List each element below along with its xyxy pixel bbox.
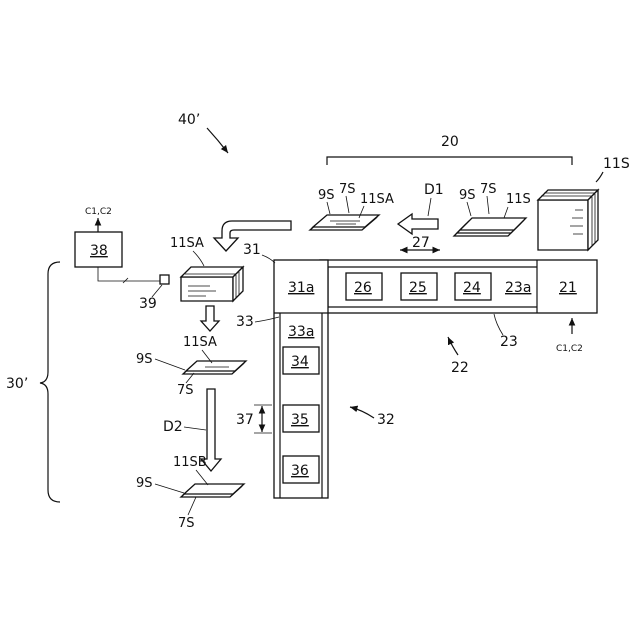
leader-cube bbox=[596, 172, 603, 182]
brace-30 bbox=[40, 262, 60, 502]
label-37: 37 bbox=[236, 412, 254, 428]
label-24: 24 bbox=[463, 280, 481, 296]
label-c-right: C1,C2 bbox=[556, 344, 583, 354]
label-mid-9s: 9S bbox=[136, 352, 153, 367]
label-40: 40’ bbox=[178, 112, 200, 128]
label-31: 31 bbox=[243, 242, 261, 258]
label-mid-11sa: 11SA bbox=[183, 335, 217, 350]
sheet-stack-11sa-top bbox=[310, 215, 379, 230]
label-s1-11sa: 11SA bbox=[360, 192, 394, 207]
label-s1-9s: 9S bbox=[318, 188, 335, 203]
arrow-32 bbox=[350, 407, 374, 418]
leader-31 bbox=[262, 255, 275, 263]
label-20: 20 bbox=[441, 134, 459, 150]
label-s2-7s: 7S bbox=[480, 182, 497, 197]
label-bot-9s: 9S bbox=[136, 476, 153, 491]
label-39: 39 bbox=[139, 296, 157, 312]
block-cube-11s bbox=[538, 190, 598, 250]
sheet-stack-11s bbox=[454, 218, 526, 236]
leader-d2 bbox=[184, 427, 206, 430]
label-30: 30’ bbox=[6, 376, 28, 392]
label-32: 32 bbox=[377, 412, 395, 428]
label-31a: 31a bbox=[288, 280, 314, 296]
label-s1-7s: 7S bbox=[339, 182, 356, 197]
label-38: 38 bbox=[90, 243, 108, 259]
sensor-39 bbox=[160, 275, 169, 284]
label-top-11sa: 11SA bbox=[170, 236, 204, 251]
label-26: 26 bbox=[354, 280, 372, 296]
label-s2-11s: 11S bbox=[506, 192, 531, 207]
leader-bot-9s bbox=[155, 484, 184, 493]
block-11sa bbox=[181, 267, 243, 301]
label-25: 25 bbox=[409, 280, 427, 296]
leader-23 bbox=[494, 314, 503, 335]
label-bot-7s: 7S bbox=[178, 516, 195, 531]
label-d2: D2 bbox=[163, 419, 183, 435]
label-22: 22 bbox=[451, 360, 469, 376]
leader-top-11sa bbox=[193, 251, 204, 266]
arrow-down-upper bbox=[201, 306, 219, 331]
sheet-11sa-middle bbox=[183, 361, 246, 374]
leader-40-arrow bbox=[207, 128, 228, 153]
label-36: 36 bbox=[291, 463, 309, 479]
arrow-22 bbox=[448, 337, 458, 355]
label-cube-11s: 11S bbox=[603, 156, 630, 172]
leader-mid-9s bbox=[155, 359, 185, 370]
leader-39 bbox=[152, 285, 162, 297]
label-33: 33 bbox=[236, 314, 254, 330]
leader-bot-11sb bbox=[196, 470, 208, 485]
label-23: 23 bbox=[500, 334, 518, 350]
bracket-20 bbox=[327, 157, 572, 165]
label-s2-9s: 9S bbox=[459, 188, 476, 203]
wire-38-39 bbox=[98, 267, 160, 281]
leader-bot-7s bbox=[188, 497, 196, 515]
arrow-d1 bbox=[398, 214, 438, 234]
label-23a: 23a bbox=[505, 280, 531, 296]
sheet-11sb-bottom bbox=[181, 484, 244, 497]
label-d1: D1 bbox=[424, 182, 444, 198]
label-34: 34 bbox=[291, 354, 309, 370]
label-33a: 33a bbox=[288, 324, 314, 340]
label-bot-11sb: 11SB bbox=[173, 455, 207, 470]
label-c-left: C1,C2 bbox=[85, 207, 112, 217]
label-mid-7s: 7S bbox=[177, 383, 194, 398]
wire-break bbox=[123, 278, 128, 283]
label-35: 35 bbox=[291, 412, 309, 428]
label-21: 21 bbox=[559, 280, 577, 296]
leader-d1 bbox=[428, 198, 431, 216]
label-27: 27 bbox=[412, 235, 430, 251]
